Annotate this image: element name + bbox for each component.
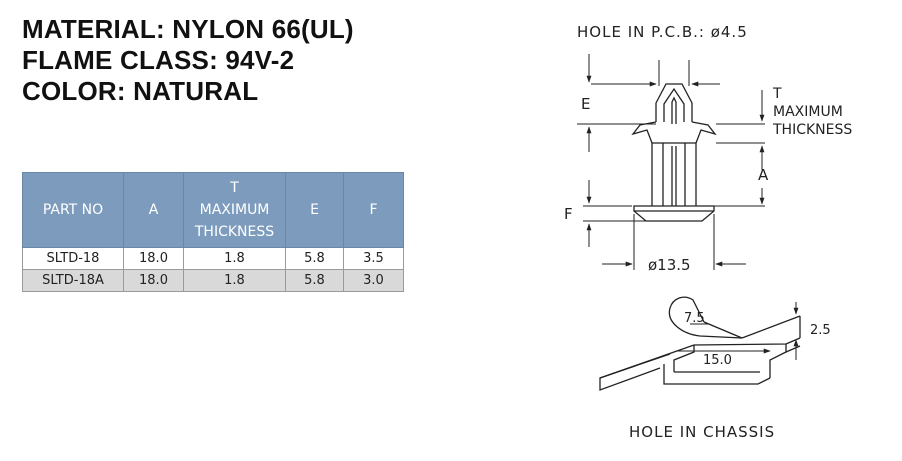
label-t-maximum: MAXIMUM [773,104,843,120]
cell-a: 18.0 [123,247,184,270]
color-line: COLOR: NATURAL [22,76,259,106]
material-spec: MATERIAL: NYLON 66(UL) FLAME CLASS: 94V-… [22,14,354,107]
header-e: E [285,172,344,248]
label-a: A [758,166,769,184]
chassis-dimensions [676,302,799,360]
header-t-line1: T [230,180,239,196]
table-header-row: PART NO A T MAXIMUM THICKNESS E F [22,172,404,248]
label-t-thickness: THICKNESS [772,122,852,138]
dim-7-5: 7.5 [684,311,705,326]
cell-t: 1.8 [183,247,286,270]
hole-pcb-label: HOLE IN P.C.B.: ø4.5 [577,23,748,41]
standoff-part-outline [631,83,717,222]
part-dimensions [577,54,765,270]
label-f: F [564,205,573,223]
label-t: T [772,86,782,102]
material-line: MATERIAL: NYLON 66(UL) [22,14,354,44]
flame-class-line: FLAME CLASS: 94V-2 [22,45,295,75]
table-row: SLTD-18A 18.0 1.8 5.8 3.0 [22,269,404,292]
dim-base-diameter: ø13.5 [648,256,691,274]
cell-part-no: SLTD-18 [22,247,124,270]
header-t: T MAXIMUM THICKNESS [183,172,286,248]
cell-t: 1.8 [183,269,286,292]
header-t-line2: MAXIMUM [199,202,270,218]
cell-a: 18.0 [123,269,184,292]
table-row: SLTD-18 18.0 1.8 5.8 3.5 [22,247,404,270]
header-t-line3: THICKNESS [194,224,275,240]
label-e: E [581,95,590,113]
header-f: F [343,172,404,248]
hole-chassis-label: HOLE IN CHASSIS [629,423,775,441]
cell-f: 3.0 [343,269,404,292]
parts-table: PART NO A T MAXIMUM THICKNESS E F SLTD-1… [22,172,404,292]
dim-2-5: 2.5 [810,323,831,338]
cell-part-no: SLTD-18A [22,269,124,292]
chassis-hole-outline [599,296,801,391]
cell-e: 5.8 [285,269,344,292]
dim-15-0: 15.0 [703,353,732,368]
